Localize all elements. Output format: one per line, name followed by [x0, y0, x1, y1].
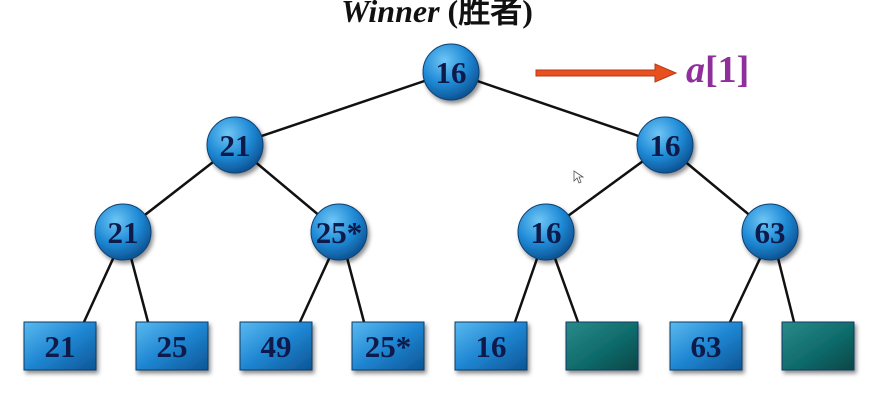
tree-nodes: 16 21 16 21 25* 16 63 21 25 49 25* 16 63: [23, 43, 855, 371]
tree-node-l2-3: 63: [741, 203, 799, 261]
tree-node-l2-0: 21: [94, 203, 152, 261]
array-var: a: [686, 49, 705, 91]
tree-node-l1-0-label: 21: [220, 128, 251, 163]
edge-l2-to-leaf-6: [728, 249, 766, 323]
tree-node-l2-2-label: 16: [531, 215, 562, 250]
leaf-1-label: 25: [157, 329, 188, 364]
array-index-label: a[1]: [686, 48, 749, 92]
edge-root-to-l1-0: [234, 70, 452, 147]
diagram-title: Winner (胜者): [0, 0, 874, 32]
array-index: [1]: [705, 49, 750, 91]
tree-node-l2-3-label: 63: [755, 215, 786, 250]
tree-node-l1-1-label: 16: [650, 128, 681, 163]
cursor-icon: [573, 170, 585, 184]
tree-node-l2-1-label: 25*: [316, 215, 363, 250]
tree-node-root: 16: [422, 43, 480, 101]
tree-node-l1-0: 21: [206, 116, 264, 174]
edge-l2-to-leaf-4: [513, 249, 542, 323]
leaf-1: 25: [135, 321, 209, 371]
edge-l2-to-leaf-2: [298, 249, 335, 323]
tree-edges: [82, 70, 796, 323]
tree-node-l2-0-label: 21: [108, 215, 139, 250]
title-word: Winner: [341, 0, 440, 29]
edge-l2-to-leaf-0: [82, 249, 119, 323]
edge-l2-to-leaf-5: [550, 249, 580, 323]
tree-node-root-label: 16: [436, 55, 467, 90]
leaf-6: 63: [669, 321, 743, 371]
title-suffix: (胜者): [439, 0, 533, 29]
leaf-empty-5: [565, 321, 639, 371]
leaf-4-label: 16: [476, 329, 507, 364]
leaf-3-label: 25*: [365, 329, 412, 364]
pointer-arrow: [535, 63, 678, 83]
leaf-0: 21: [23, 321, 97, 371]
tree-node-l2-1: 25*: [310, 203, 368, 261]
tree-node-l1-1: 16: [636, 116, 694, 174]
leaf-0-label: 21: [45, 329, 76, 364]
edge-l2-to-leaf-1: [127, 249, 150, 323]
leaf-2-label: 49: [261, 329, 292, 364]
leaf-4: 16: [454, 321, 528, 371]
tree-node-l2-2: 16: [517, 203, 575, 261]
leaf-2: 49: [239, 321, 313, 371]
leaf-empty-7: [781, 321, 855, 371]
leaf-6-label: 63: [691, 329, 722, 364]
edge-l2-to-leaf-7: [774, 249, 796, 323]
leaf-3: 25*: [351, 321, 425, 371]
edge-l2-to-leaf-3: [343, 249, 366, 323]
edge-root-to-l1-1: [450, 70, 666, 147]
